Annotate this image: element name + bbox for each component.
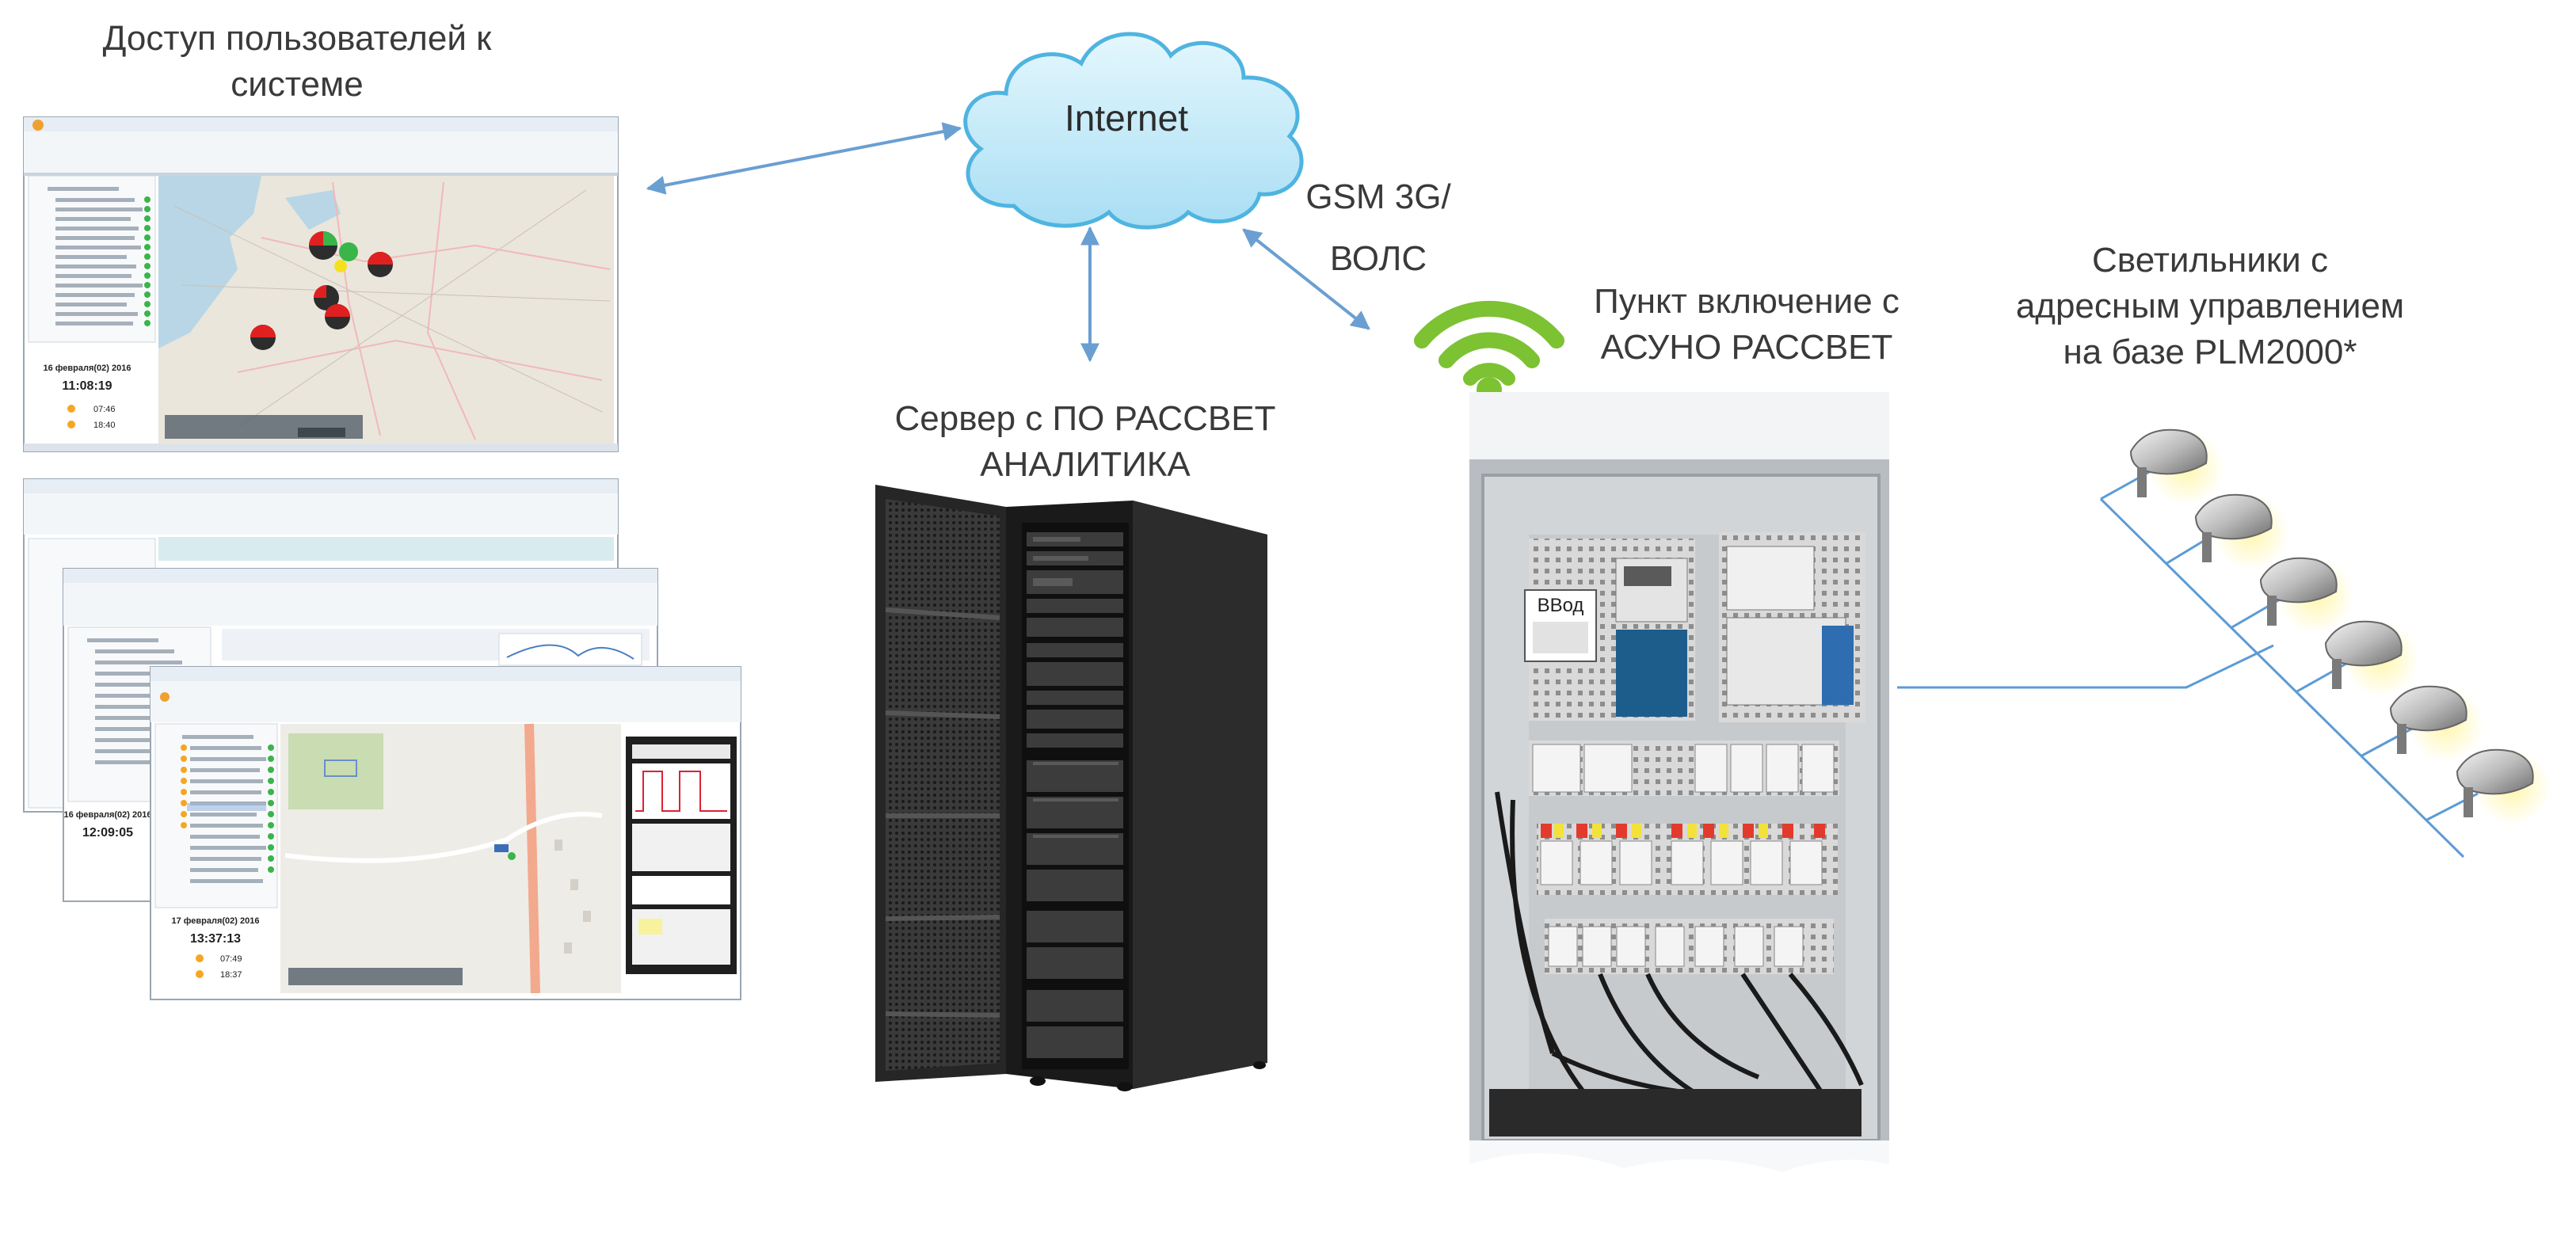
lamp-5 [2389,685,2484,762]
front-sunrise: 07:49 [220,954,242,964]
lamp-2 [2194,493,2289,570]
screenshot-front: 17 февраля(02) 2016 13:37:13 07:49 18:37 [150,666,741,1000]
software-screenshots: 16 февраля(02) 2016 11:08:19 07:46 18:40 [23,116,741,1000]
front-sunset: 18:37 [220,970,242,980]
screenshot-main: 16 февраля(02) 2016 11:08:19 07:46 18:40 [23,116,619,452]
lamp-6 [2456,748,2551,825]
main-sunset: 18:40 [93,421,116,430]
front-time: 13:37:13 [190,932,241,946]
lamp-4 [2324,620,2419,697]
lamp-1 [2129,428,2224,505]
main-time: 11:08:19 [62,379,112,393]
street-lamps [2129,428,2551,825]
cabinet-sign: ВВод [1538,595,1584,616]
server-label: Сервер с ПО РАССВЕТ АНАЛИТИКА [894,399,1276,484]
front-date: 17 февраля(02) 2016 [172,916,260,926]
main-date: 16 февраля(02) 2016 [44,364,131,373]
connection-arrows [646,122,1370,363]
cabinet-label: Пункт включение с АСУНО РАССВЕТ [1594,282,1900,367]
users-label: Доступ пользователей к системе [102,19,492,104]
mid-date: 16 февраля(02) 2016 [64,810,152,820]
lamp-3 [2259,557,2354,634]
control-cabinet: ВВод [1469,392,1889,1245]
internet-cloud: Internet [963,32,1304,230]
lamps-label: Светильники с адресным управлением на ба… [2015,241,2405,371]
wifi-icon [1414,300,1564,402]
main-sunrise: 07:46 [93,405,116,414]
mid-time: 12:09:05 [82,826,133,840]
arrow-cabinet-internet [1242,228,1370,330]
internet-label: Internet [1065,97,1188,139]
server-rack [875,485,1267,1091]
arrow-users-internet [646,122,962,195]
